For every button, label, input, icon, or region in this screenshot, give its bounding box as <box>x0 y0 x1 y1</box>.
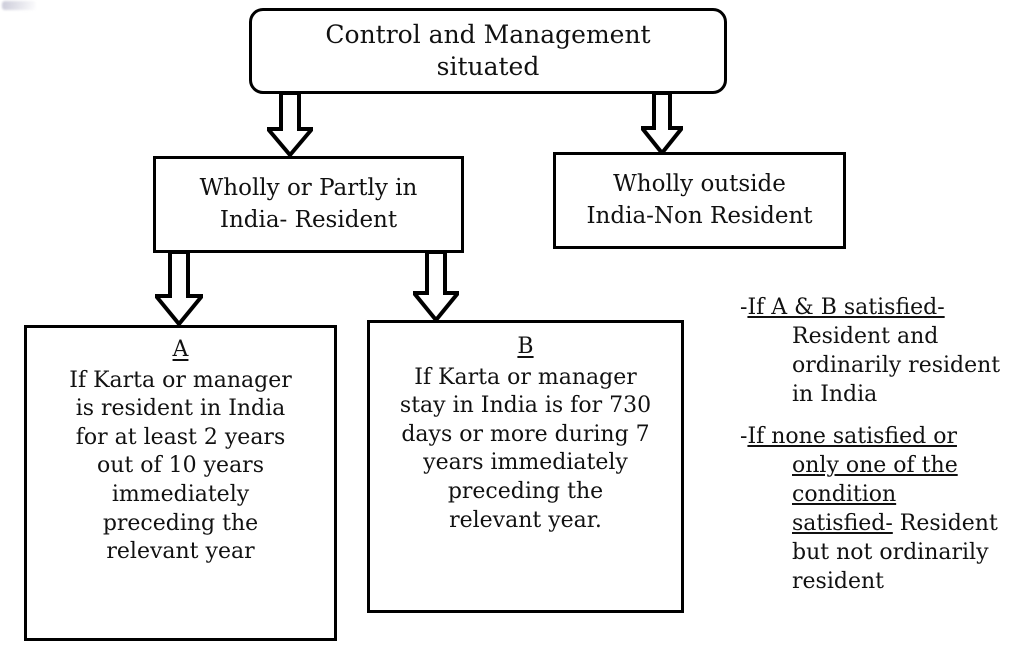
conclusion-notes: -If A & B satisfied- Resident and ordina… <box>740 293 1015 609</box>
node-mid-right-line-2: India-Non Resident <box>586 202 813 229</box>
note-2-rest-line-6: resident <box>792 569 884 595</box>
note-1-rest-line-2: ordinarily resident <box>792 353 1001 379</box>
note-2-rest-line-5: but not ordinarily <box>792 540 989 566</box>
node-b-line-1: If Karta or manager <box>414 364 637 390</box>
scan-artifact <box>2 1 36 10</box>
node-a-line-7: relevant year <box>106 539 255 565</box>
note-1-rest-line-1: Resident and <box>792 324 939 350</box>
node-b-label: B <box>517 334 534 359</box>
node-top-line-2: situated <box>436 52 540 81</box>
note-both-satisfied: -If A & B satisfied- Resident and ordina… <box>740 293 1015 409</box>
node-a-line-4: out of 10 years <box>97 453 264 479</box>
note-2-underlined-line-4: satisfied- <box>792 511 893 537</box>
note-1-dash: - <box>740 295 748 320</box>
node-a-line-1: If Karta or manager <box>69 367 292 393</box>
arrow-mid-left-to-b <box>413 252 459 322</box>
node-a-line-6: preceding the <box>102 510 259 536</box>
node-b-line-2: stay in India is for 730 <box>399 393 652 419</box>
node-a-label: A <box>172 337 189 362</box>
node-wholly-or-partly-in-india: Wholly or Partly in India- Resident <box>153 156 464 253</box>
node-b-line-4: years immediately <box>423 450 628 476</box>
note-none-or-one-satisfied: -If none satisfied or only one of the co… <box>740 422 1015 596</box>
node-a-line-3: for at least 2 years <box>75 424 286 450</box>
node-a-line-2: is resident in India <box>75 396 286 422</box>
note-2-dash: - <box>740 424 748 450</box>
node-condition-b: B If Karta or manager stay in India is f… <box>367 320 684 613</box>
node-top-line-1: Control and Management <box>325 20 651 49</box>
node-b-line-6: relevant year. <box>449 507 602 533</box>
node-a-line-5: immediately <box>111 481 250 507</box>
node-condition-a: A If Karta or manager is resident in Ind… <box>24 325 337 641</box>
note-2-underlined-line-1: If none satisfied or <box>747 424 957 450</box>
note-1-underlined: If A & B satisfied- <box>747 295 945 320</box>
note-2-rest-line-4: Resident <box>892 511 998 537</box>
arrow-mid-left-to-a <box>155 252 203 326</box>
node-control-and-management: Control and Management situated <box>249 8 727 94</box>
note-2-underlined-line-3: condition <box>792 482 897 508</box>
node-b-line-5: preceding the <box>447 478 604 504</box>
node-mid-left-line-2: India- Resident <box>219 206 398 233</box>
node-mid-left-line-1: Wholly or Partly in <box>199 175 418 202</box>
arrow-top-to-mid-left <box>267 93 313 157</box>
note-1-rest-line-3: in India <box>792 382 878 408</box>
node-wholly-outside-india: Wholly outside India-Non Resident <box>553 152 846 249</box>
arrow-top-to-mid-right <box>641 93 683 155</box>
node-b-line-3: days or more during 7 <box>401 421 650 447</box>
note-2-underlined-line-2: only one of the <box>792 453 958 479</box>
node-mid-right-line-1: Wholly outside <box>613 171 786 198</box>
